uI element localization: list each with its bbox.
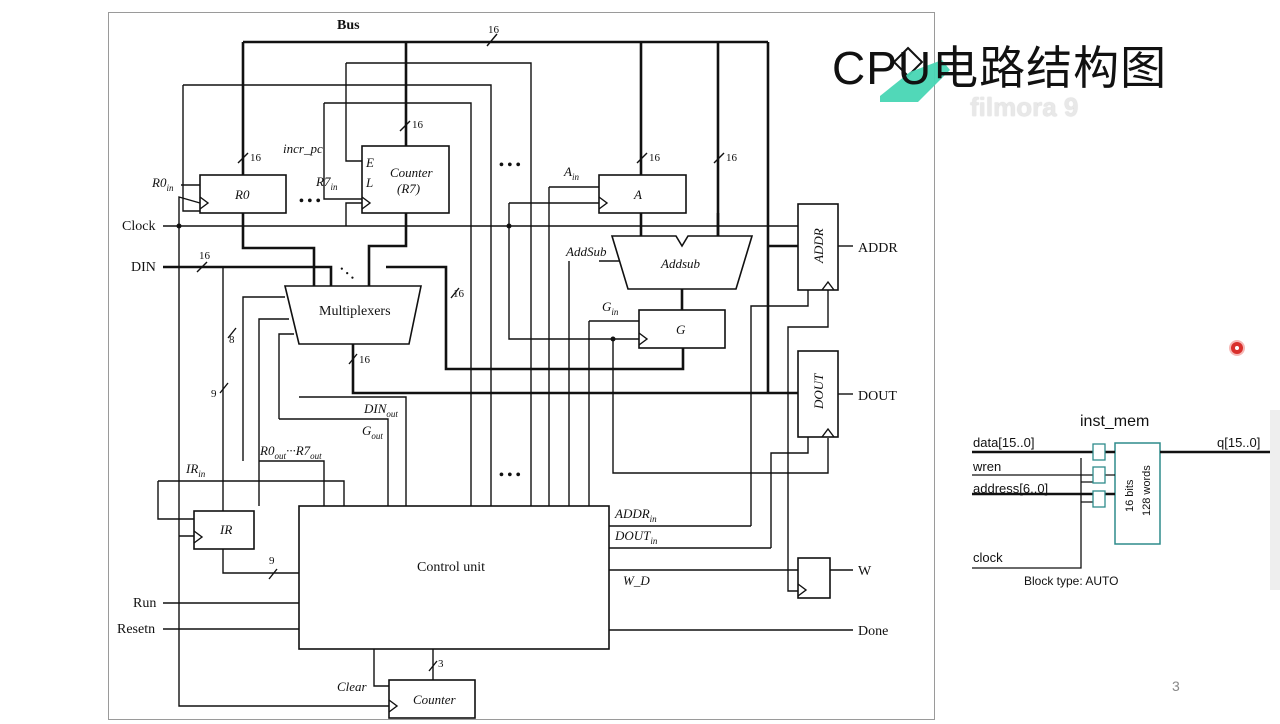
counter-r7-label-2: (R7) xyxy=(397,181,420,196)
multiplexers-label: Multiplexers xyxy=(319,304,391,319)
counter-r7-label-1: Counter xyxy=(390,165,434,180)
pointer-cursor xyxy=(1231,342,1243,354)
port-q: q[15..0] xyxy=(1217,435,1260,450)
signal-incr-pc: incr_pc xyxy=(283,141,323,156)
page-number: 3 xyxy=(1172,678,1180,694)
input-din: DIN xyxy=(131,260,156,275)
inst-mem-title: inst_mem xyxy=(1080,413,1149,430)
output-addr: ADDR xyxy=(858,241,898,256)
counter-label: Counter xyxy=(413,692,457,707)
register-dout xyxy=(797,350,839,438)
inst-mem-size-words: 128 words xyxy=(1141,465,1153,516)
output-dout: DOUT xyxy=(858,389,897,404)
port-data: data[15..0] xyxy=(973,435,1034,450)
cpu-diagram-frame: Bus 16 R0 16 R0in Counter (R7) E L 16 in… xyxy=(108,12,935,720)
bus-line xyxy=(241,40,770,393)
register-counter-r7 xyxy=(361,145,450,214)
register-addr xyxy=(797,203,839,291)
ellipsis-top: • • • xyxy=(499,158,521,173)
register-ir-label: IR xyxy=(219,522,232,537)
signal-e: E xyxy=(365,155,374,170)
port-address: address[6..0] xyxy=(973,481,1048,496)
addsub-label: Addsub xyxy=(660,256,701,271)
cpu-circuit-diagram: Bus 16 R0 16 R0in Counter (R7) E L 16 in… xyxy=(117,18,898,719)
din-width: 16 xyxy=(199,250,211,262)
inst-mem-box xyxy=(1114,442,1161,545)
r0-width: 16 xyxy=(250,152,262,164)
ir-width-8: 8 xyxy=(229,334,235,346)
cu-width-9: 9 xyxy=(269,555,275,567)
input-run: Run xyxy=(133,596,156,611)
mux-out-width: 16 xyxy=(359,354,371,366)
counter-block xyxy=(388,679,476,719)
register-r0-label: R0 xyxy=(234,187,250,202)
register-r0 xyxy=(199,174,287,214)
signal-clear: Clear xyxy=(337,679,368,694)
register-a-label: A xyxy=(633,187,642,202)
inst-mem-block: inst_mem data[15..0] wren address[6..0] … xyxy=(972,413,1270,588)
a-width: 16 xyxy=(649,152,661,164)
register-g xyxy=(638,309,726,349)
watermark-text: filmora 9 xyxy=(970,92,1079,122)
counter-width-3: 3 xyxy=(438,658,444,670)
addsub-width: 16 xyxy=(726,152,738,164)
signal-r0-r7-out: R0out···R7out xyxy=(259,443,322,461)
signal-addr-in: ADDRin xyxy=(614,506,657,524)
signal-l: L xyxy=(365,175,373,190)
ellipsis-registers: • • • xyxy=(299,194,321,209)
signal-r7-in: R7in xyxy=(315,174,338,192)
clock-line xyxy=(163,196,798,707)
inst-mem-size-bits: 16 bits xyxy=(1124,479,1136,512)
inst-mem-block-type: Block type: AUTO xyxy=(1024,574,1118,588)
signal-ir-in: IRin xyxy=(185,461,206,479)
register-g-label: G xyxy=(676,322,686,337)
port-clock: clock xyxy=(973,550,1003,565)
bus-label: Bus xyxy=(337,18,360,33)
register-a xyxy=(598,174,687,214)
mux-select-lines xyxy=(242,296,407,506)
slide-title: CPU电路结构图 xyxy=(832,42,1168,94)
register-ir xyxy=(193,510,255,550)
signal-dout-in: DOUTin xyxy=(614,528,658,546)
ellipsis-mux: . . . xyxy=(337,260,360,283)
control-unit-label: Control unit xyxy=(417,560,485,575)
register-addr-label: ADDR xyxy=(811,228,826,264)
port-wren: wren xyxy=(972,459,1001,474)
signal-r0-in: R0in xyxy=(151,175,174,193)
addsub-block xyxy=(610,235,754,290)
signal-addsub: AddSub xyxy=(565,244,607,259)
mux-in-width: 16 xyxy=(453,288,465,300)
control-unit xyxy=(298,505,610,650)
signal-g-in: Gin xyxy=(602,299,619,317)
filmora-logo-icon xyxy=(880,46,950,102)
input-resetn: Resetn xyxy=(117,622,155,637)
counter-width: 16 xyxy=(412,119,424,131)
output-w: W xyxy=(858,564,872,579)
signal-a-in: Ain xyxy=(563,164,579,182)
signal-w-d: W_D xyxy=(623,573,650,588)
multiplexers-block xyxy=(283,285,422,345)
ir-width-9: 9 xyxy=(211,388,217,400)
bus-width-label: 16 xyxy=(488,24,500,36)
register-dout-label: DOUT xyxy=(811,373,826,410)
output-done: Done xyxy=(858,624,888,639)
signal-din-out: DINout xyxy=(363,401,398,419)
control-lines-top xyxy=(182,62,532,506)
input-clock: Clock xyxy=(122,219,155,234)
signal-g-out: Gout xyxy=(362,423,383,441)
right-edge-strip xyxy=(1270,410,1280,590)
ellipsis-bottom: • • • xyxy=(499,468,521,483)
